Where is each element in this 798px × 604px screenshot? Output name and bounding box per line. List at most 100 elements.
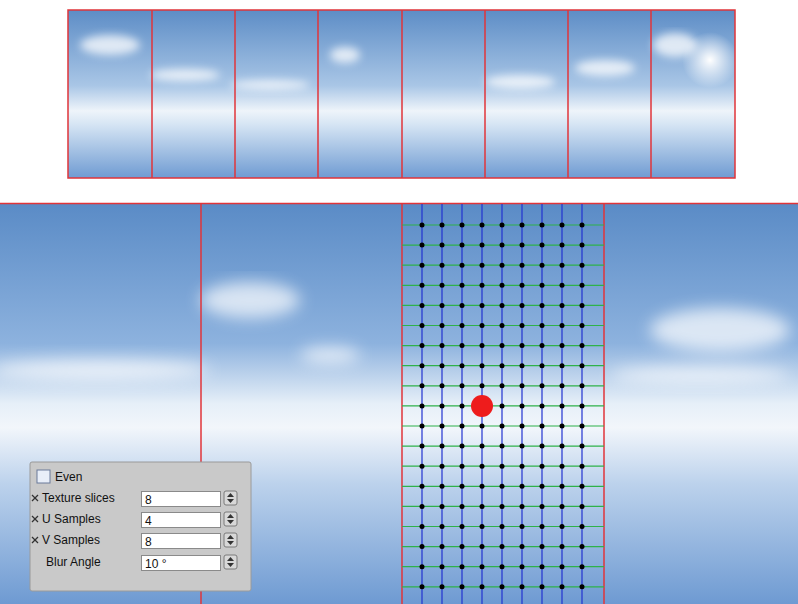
spinner — [224, 512, 237, 526]
sample-dot — [440, 584, 445, 589]
sample-dot — [480, 303, 485, 308]
sample-dot — [440, 383, 445, 388]
sample-dot — [560, 263, 565, 268]
center-sample — [471, 395, 493, 417]
sample-dot — [480, 544, 485, 549]
sample-dot — [420, 323, 425, 328]
sample-dot — [460, 524, 465, 529]
sample-dot — [560, 223, 565, 228]
sample-dot — [420, 524, 425, 529]
sample-dot — [580, 524, 585, 529]
sample-dot — [520, 403, 525, 408]
sample-dot — [520, 584, 525, 589]
sample-dot — [540, 484, 545, 489]
field-label: U Samples — [42, 512, 101, 526]
input-field: 4 — [141, 512, 221, 528]
sample-dot — [440, 484, 445, 489]
sample-dot — [540, 444, 545, 449]
sample-dot — [520, 343, 525, 348]
sample-dot — [520, 544, 525, 549]
sample-dot — [480, 584, 485, 589]
sample-dot — [580, 424, 585, 429]
sample-dot — [500, 343, 505, 348]
sample-dot — [580, 223, 585, 228]
sample-dot — [560, 303, 565, 308]
sample-dot — [580, 383, 585, 388]
sample-dot — [440, 223, 445, 228]
sample-dot — [500, 484, 505, 489]
sample-dot — [480, 223, 485, 228]
input-field: 10 ° — [141, 555, 221, 571]
sample-dot — [460, 484, 465, 489]
sample-dot — [420, 444, 425, 449]
sample-dot — [580, 464, 585, 469]
sample-dot — [460, 343, 465, 348]
sample-dot — [460, 464, 465, 469]
sample-dot — [580, 263, 585, 268]
sample-dot — [440, 564, 445, 569]
sample-dot — [540, 303, 545, 308]
sample-dot — [540, 403, 545, 408]
sample-dot — [480, 243, 485, 248]
sample-dot — [560, 504, 565, 509]
sample-dot — [420, 263, 425, 268]
sample-dot — [460, 383, 465, 388]
control-panel — [30, 462, 251, 591]
spinner — [224, 491, 237, 505]
sample-dot — [500, 464, 505, 469]
sample-dot — [560, 383, 565, 388]
sample-dot — [540, 363, 545, 368]
sample-dot — [420, 303, 425, 308]
sample-dot — [420, 343, 425, 348]
sample-dot — [440, 343, 445, 348]
sample-dot — [480, 343, 485, 348]
sample-dot — [560, 323, 565, 328]
sample-dot — [520, 564, 525, 569]
input-field: 8 — [141, 533, 221, 549]
sample-dot — [460, 303, 465, 308]
panorama-strip — [68, 10, 735, 178]
sample-dot — [500, 363, 505, 368]
clouds — [80, 33, 697, 90]
sample-dot — [560, 343, 565, 348]
sample-dot — [500, 504, 505, 509]
sample-dot — [460, 323, 465, 328]
sample-dot — [540, 243, 545, 248]
sample-dot — [580, 444, 585, 449]
sample-dot — [460, 263, 465, 268]
sample-grid — [402, 204, 604, 604]
sample-dot — [480, 464, 485, 469]
sample-dot — [480, 504, 485, 509]
sample-dot — [520, 283, 525, 288]
sample-dot — [460, 504, 465, 509]
sample-dot — [460, 424, 465, 429]
sample-dot — [540, 343, 545, 348]
sample-dot — [500, 263, 505, 268]
sample-dot — [500, 564, 505, 569]
sample-dot — [560, 403, 565, 408]
sample-dot — [580, 343, 585, 348]
sample-dot — [560, 444, 565, 449]
sample-dot — [520, 303, 525, 308]
sample-dot — [580, 303, 585, 308]
sample-dot — [580, 584, 585, 589]
sample-dot — [520, 504, 525, 509]
sample-dot — [500, 424, 505, 429]
sample-dot — [580, 283, 585, 288]
sample-dot — [540, 283, 545, 288]
sample-dot — [460, 544, 465, 549]
sample-dot — [480, 444, 485, 449]
sample-dot — [420, 564, 425, 569]
sample-dot — [480, 363, 485, 368]
sample-dot — [460, 444, 465, 449]
sample-dot — [420, 383, 425, 388]
sample-dot — [460, 363, 465, 368]
slice-lines — [68, 10, 735, 178]
sample-dot — [520, 223, 525, 228]
sample-dot — [460, 584, 465, 589]
sample-dot — [560, 484, 565, 489]
sample-dot — [460, 243, 465, 248]
sample-dot — [500, 444, 505, 449]
sample-dot — [420, 243, 425, 248]
sample-dot — [540, 323, 545, 328]
